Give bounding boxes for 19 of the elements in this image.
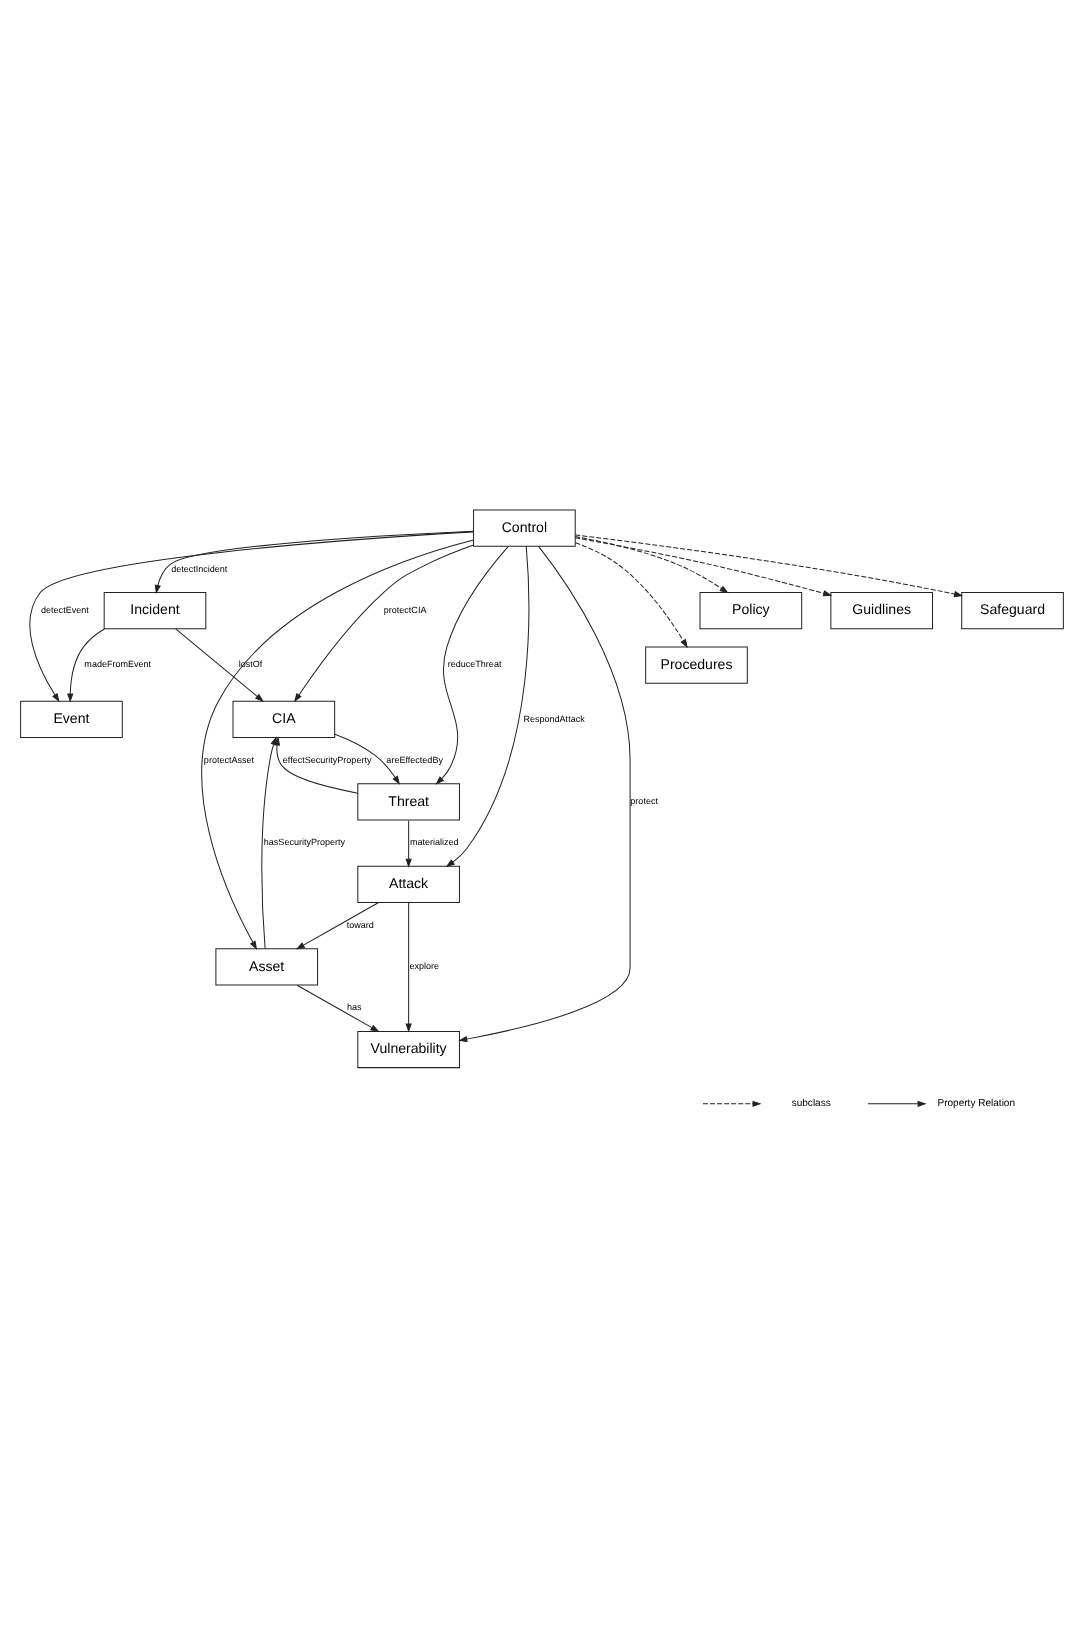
arrow <box>201 539 474 951</box>
arrow <box>435 546 509 785</box>
arrow <box>175 628 264 702</box>
arrow <box>334 733 401 785</box>
arrow <box>445 545 530 868</box>
arrow <box>458 545 631 1043</box>
arrow <box>575 542 688 649</box>
arrow <box>574 534 964 598</box>
arrow <box>294 544 475 703</box>
arrow <box>296 984 380 1032</box>
arrow <box>405 819 412 868</box>
arrow <box>29 531 474 703</box>
arrow <box>574 536 729 594</box>
arrow <box>295 902 379 950</box>
arrow <box>67 628 105 703</box>
arrow <box>574 537 833 597</box>
arrow <box>273 736 359 794</box>
arrow <box>154 530 474 594</box>
arrow <box>405 902 412 1033</box>
